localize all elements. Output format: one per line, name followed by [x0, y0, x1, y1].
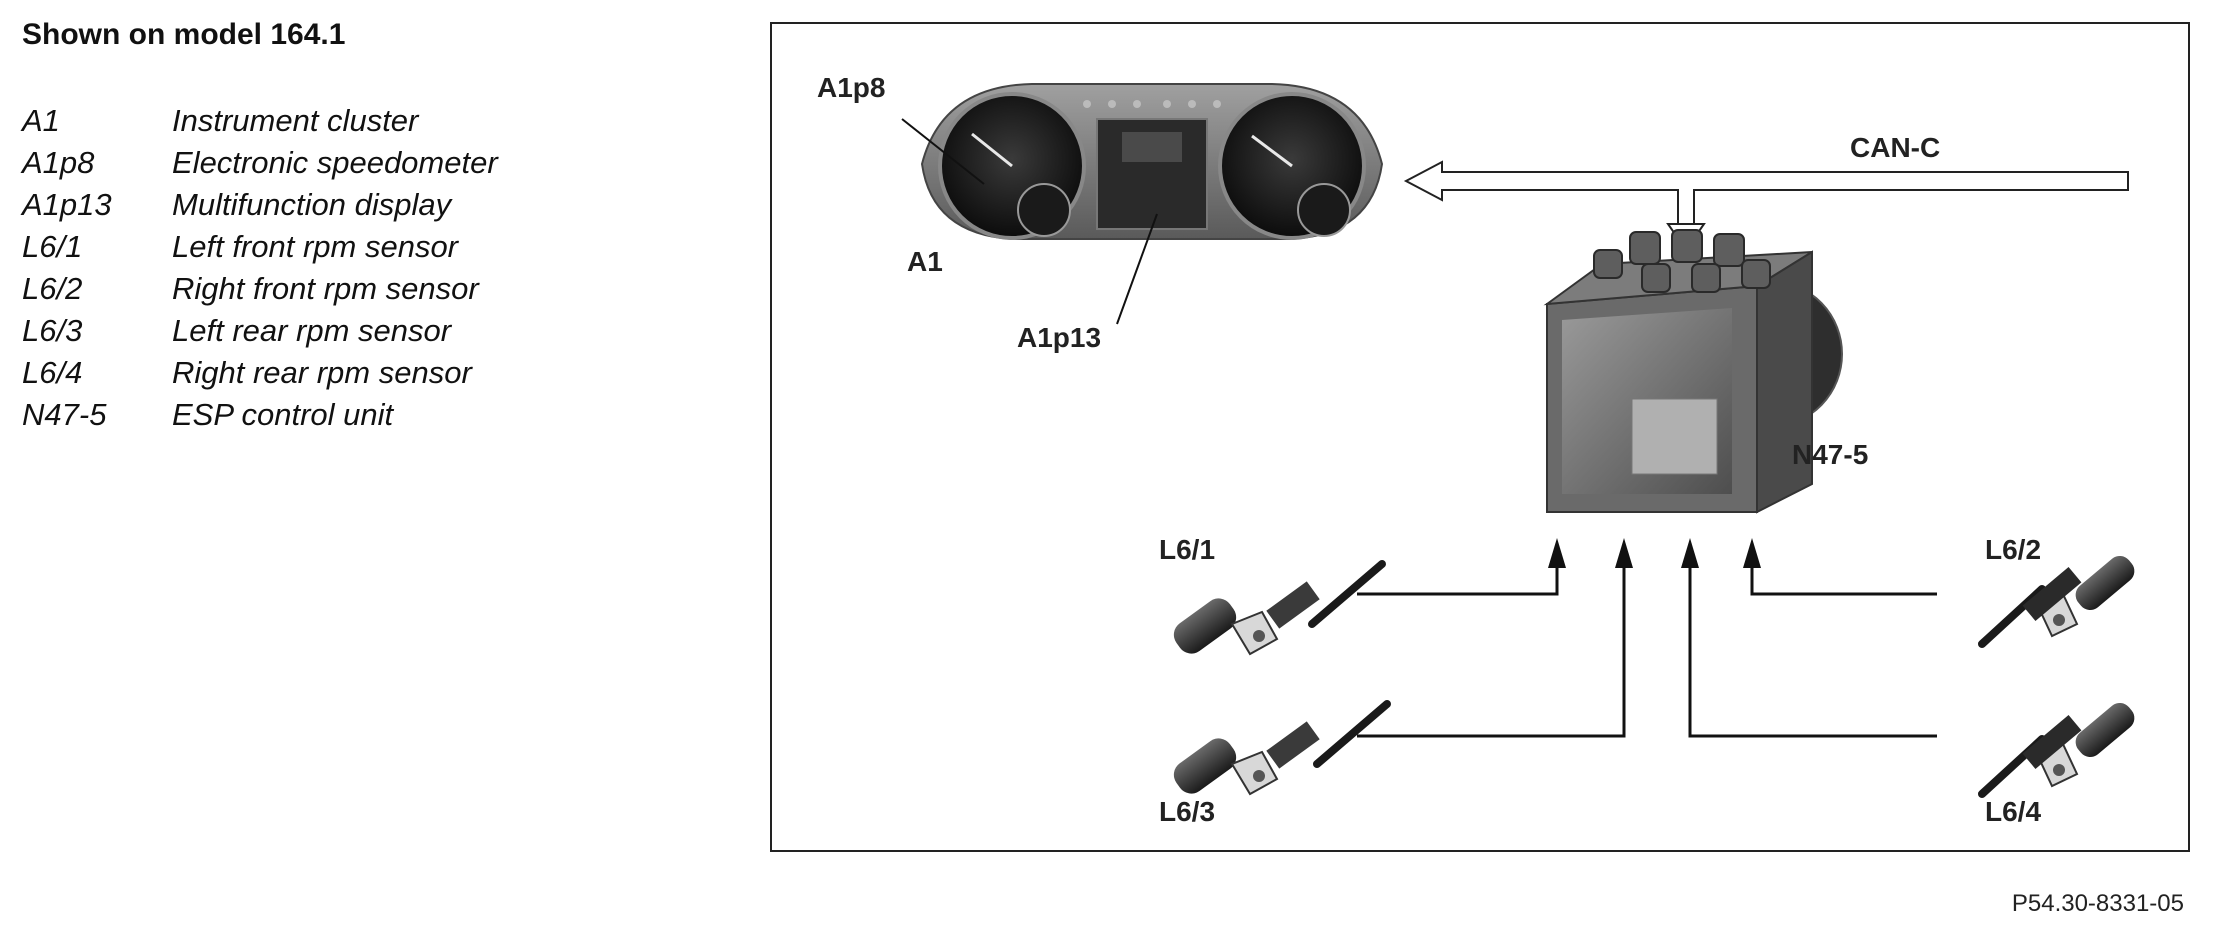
- signal-arrowheads: [1548, 538, 1761, 568]
- legend-item: L6/3 Left rear rpm sensor: [22, 310, 498, 352]
- label-l6-3: L6/3: [1159, 796, 1216, 827]
- legend-code: N47-5: [22, 397, 107, 432]
- sensor-l6-2: [1978, 555, 2135, 648]
- legend-description: Right rear rpm sensor: [172, 355, 472, 390]
- legend-code: A1: [22, 103, 60, 138]
- sensor-l6-3: [1173, 700, 1391, 796]
- diagram-frame: A1p8 A1 A1p13 CAN-C N47-5 L6/1 L6/3 L6/2…: [770, 22, 2190, 852]
- label-a1: A1: [907, 246, 943, 277]
- legend-description: Right front rpm sensor: [172, 271, 479, 306]
- legend-description: Left rear rpm sensor: [172, 313, 452, 348]
- legend-code: A1p13: [22, 187, 112, 222]
- page-title: Shown on model 164.1: [22, 18, 346, 51]
- signal-lines: [1357, 564, 1937, 738]
- legend-list: A1 Instrument cluster A1p8 Electronic spee…: [22, 100, 498, 436]
- leader-line-a1p8: [901, 118, 985, 185]
- figure-reference: P54.30-8331-05: [2011, 890, 2184, 917]
- legend-item: N47-5 ESP control unit: [22, 394, 498, 436]
- leader-line-a1p13: [1116, 213, 1158, 325]
- diagram-canvas: [901, 83, 2135, 798]
- esp-control-unit: [1543, 229, 1843, 514]
- label-a1p8: A1p8: [817, 72, 886, 103]
- label-l6-4: L6/4: [1985, 796, 2042, 827]
- legend-description: Instrument cluster: [172, 103, 419, 138]
- legend-code: L6/4: [22, 355, 83, 390]
- legend-code: L6/2: [22, 271, 83, 306]
- sensor-l6-4: [1978, 702, 2135, 798]
- instrument-cluster: [920, 83, 1384, 240]
- legend-description: Multifunction display: [172, 187, 452, 222]
- legend-description: Left front rpm sensor: [172, 229, 459, 264]
- legend-code: A1p8: [22, 145, 95, 180]
- label-l6-2: L6/2: [1985, 534, 2042, 565]
- label-n47-5: N47-5: [1792, 439, 1869, 470]
- legend-description: Electronic speedometer: [172, 145, 498, 180]
- label-a1p13: A1p13: [1017, 322, 1102, 353]
- can-bus-arrow: [1403, 160, 2129, 252]
- legend-item: L6/1 Left front rpm sensor: [22, 226, 498, 268]
- legend-item: A1p13 Multifunction display: [22, 184, 498, 226]
- legend-code: L6/1: [22, 229, 83, 264]
- legend-item: A1 Instrument cluster: [22, 100, 498, 142]
- legend-item: L6/2 Right front rpm sensor: [22, 268, 498, 310]
- sensor-l6-1: [1173, 560, 1386, 656]
- legend-code: L6/3: [22, 313, 83, 348]
- label-can-c: CAN-C: [1850, 132, 1941, 163]
- legend-item: A1p8 Electronic speedometer: [22, 142, 498, 184]
- legend-description: ESP control unit: [172, 397, 394, 432]
- legend-item: L6/4 Right rear rpm sensor: [22, 352, 498, 394]
- label-l6-1: L6/1: [1159, 534, 1216, 565]
